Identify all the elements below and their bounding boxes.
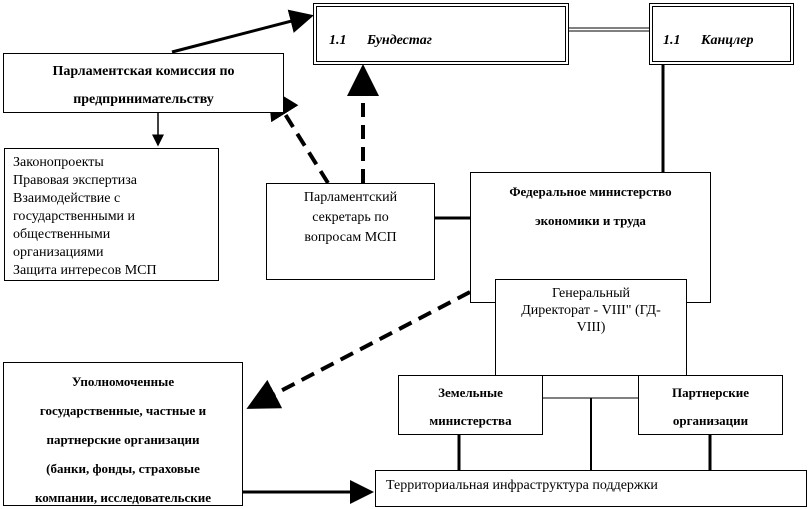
function-item: Взаимодействие с [13,191,121,206]
chancellor-number: 1.1 [663,33,681,48]
partners-line: Партнерские [671,385,750,400]
directorate-line: VIII) [576,320,606,335]
directorate-line: Генеральный [551,286,631,301]
commission-to-bundestag-arrow [171,9,314,54]
functions-box: Законопроекты Правовая экспертиза Взаимо… [4,148,219,281]
territorial-box: Территориальная инфраструктура поддержки [375,470,807,507]
chancellor-box: 1.1 Канцлер [649,3,794,65]
bundestag-label: Бундестаг [367,33,432,48]
ministry-to-authorized-dashed-arrow [246,290,471,409]
function-item: организациями [13,245,104,260]
authorized-line: Уполномоченные [71,374,175,389]
authorized-line: государственные, частные и [39,403,207,418]
authorized-orgs-box: Уполномоченные государственные, частные … [3,362,243,506]
land-line: Земельные [438,385,503,400]
authorized-line: компании, исследовательские [34,490,212,505]
authorized-line: (банки, фонды, страховые [46,461,200,476]
function-item: общественными [13,227,111,242]
commission-line: предпринимательству [73,92,214,107]
function-item: Правовая экспертиза [13,173,137,188]
land-line: министерства [429,413,512,428]
partner-orgs-box: Партнерские организации [638,375,783,435]
ministry-line: экономики и труда [535,213,646,228]
bundestag-number: 1.1 [329,33,347,48]
commission-box: Парламентская комиссия по предпринимател… [3,53,284,113]
commission-line: Парламентская комиссия по [52,64,235,79]
directorate-box: Генеральный Директорат - VIII" (ГД- VIII… [495,279,687,376]
secretary-box: Парламентский секретарь по вопросам МСП [266,183,435,280]
partners-line: организации [672,413,749,428]
function-item: Защита интересов МСП [13,263,157,276]
secretary-line: секретарь по [312,210,389,225]
function-item: государственными и [13,209,136,224]
function-item: Законопроекты [13,155,104,170]
secretary-line: вопросам МСП [304,230,397,245]
ministry-line: Федеральное министерство [509,184,672,199]
territorial-label: Территориальная инфраструктура поддержки [386,478,658,493]
land-ministries-box: Земельные министерства [398,375,543,435]
secretary-line: Парламентский [303,190,398,205]
bundestag-box: 1.1 Бундестаг [313,3,569,65]
chancellor-label: Канцлер [701,33,754,48]
directorate-line: Директорат - VIII" (ГД- [521,303,661,318]
authorized-line: партнерские организации [46,432,200,447]
